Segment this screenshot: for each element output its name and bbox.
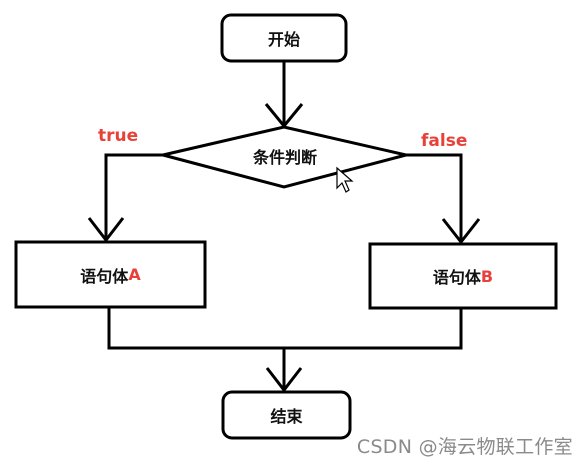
false-branch-line [406,153,463,242]
false-label: false [421,131,468,151]
cursor-icon [336,166,354,193]
statement-a-letter: A [128,265,141,284]
arrowhead-end [265,367,303,393]
end-box [221,390,352,440]
true-branch-line [104,153,163,240]
merge-line [107,307,463,350]
arrowhead-statement-b [441,218,481,245]
statement-b-letter: B [480,266,494,286]
statement-a-text: 语句体 [80,266,129,286]
statement-a-box [14,240,207,309]
arrowhead-statement-a [87,217,125,243]
watermark: CSDN @海云物联工作室 [356,436,573,458]
statement-b-text: 语句体 [432,268,481,287]
start-label: 开始 [267,30,300,49]
condition-label: 条件判断 [252,148,317,167]
statement-a-label: 语句体 A [16,242,205,307]
true-label: true [98,126,139,146]
end-label: 结束 [270,407,303,426]
statement-b-label: 语句体 B [370,244,556,308]
statement-b-box [368,242,558,310]
